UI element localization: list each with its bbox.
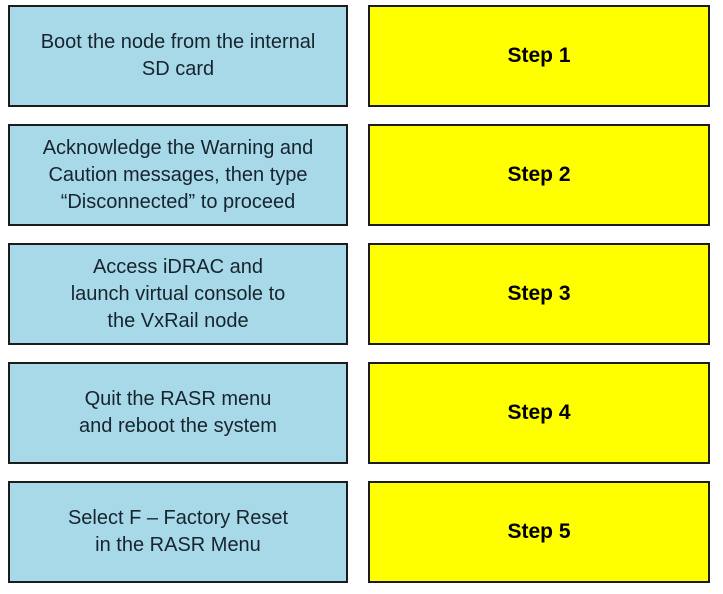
task-card-2-text: Acknowledge the Warning and Caution mess…	[42, 136, 314, 213]
step-slot-1[interactable]: Step 1	[368, 5, 710, 107]
step-slot-2-label: Step 2	[507, 163, 571, 186]
step-slot-5[interactable]: Step 5	[368, 481, 710, 583]
task-card-3-text: Access iDRAC and launch virtual console …	[70, 255, 286, 332]
step-slot-5-label: Step 5	[507, 520, 571, 543]
match-row-1: Boot the node from the internal SD card …	[8, 5, 710, 107]
match-row-5: Select F – Factory Reset in the RASR Men…	[8, 481, 710, 583]
task-card-1[interactable]: Boot the node from the internal SD card	[8, 5, 348, 107]
step-slot-3-label: Step 3	[507, 282, 571, 305]
task-card-4[interactable]: Quit the RASR menu and reboot the system	[8, 362, 348, 464]
task-card-1-text: Boot the node from the internal SD card	[40, 31, 316, 80]
match-row-3: Access iDRAC and launch virtual console …	[8, 243, 710, 345]
step-slot-1-label: Step 1	[507, 44, 571, 67]
step-slot-3[interactable]: Step 3	[368, 243, 710, 345]
match-row-2: Acknowledge the Warning and Caution mess…	[8, 124, 710, 226]
step-slot-2[interactable]: Step 2	[368, 124, 710, 226]
task-card-5-text: Select F – Factory Reset in the RASR Men…	[67, 507, 289, 556]
match-row-4: Quit the RASR menu and reboot the system…	[8, 362, 710, 464]
task-card-5[interactable]: Select F – Factory Reset in the RASR Men…	[8, 481, 348, 583]
task-card-3[interactable]: Access iDRAC and launch virtual console …	[8, 243, 348, 345]
task-card-2[interactable]: Acknowledge the Warning and Caution mess…	[8, 124, 348, 226]
step-slot-4-label: Step 4	[507, 401, 571, 424]
task-card-4-text: Quit the RASR menu and reboot the system	[79, 388, 277, 437]
step-slot-4[interactable]: Step 4	[368, 362, 710, 464]
